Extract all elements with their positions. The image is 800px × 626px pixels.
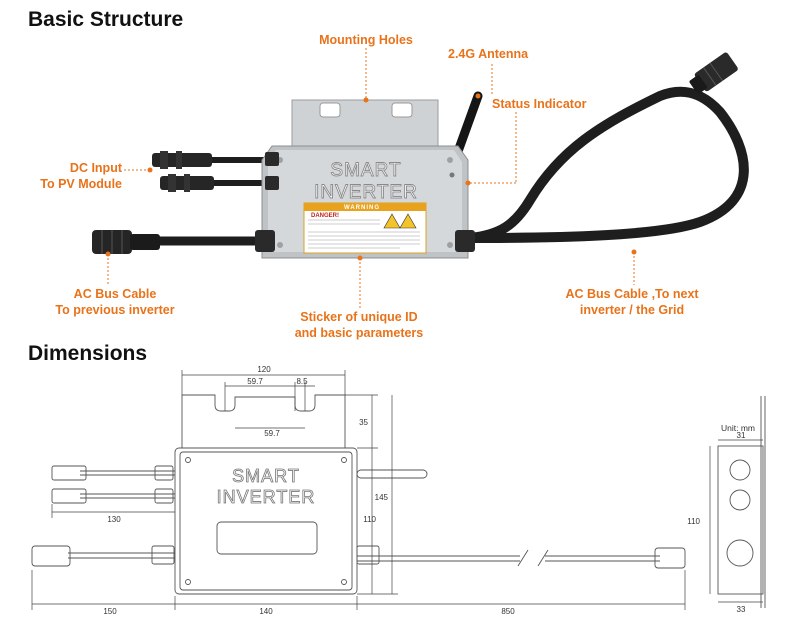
dimension-drawing bbox=[31, 394, 766, 608]
callout-sticker: Sticker of unique ID and basic parameter… bbox=[284, 309, 434, 341]
unit-label: Unit: mm bbox=[721, 423, 755, 433]
callout-mounting-holes: Mounting Holes bbox=[319, 33, 413, 47]
ac-connector-next bbox=[689, 52, 738, 94]
callout-ac-next-line2: inverter / the Grid bbox=[579, 303, 685, 317]
basic-structure-heading: Basic Structure bbox=[28, 8, 184, 31]
callout-ac-next: AC Bus Cable ,To next inverter / the Gri… bbox=[552, 286, 712, 318]
dim-33: 33 bbox=[737, 605, 746, 614]
dim-150: 150 bbox=[103, 607, 117, 616]
callout-dc-input-line2: To PV Module bbox=[40, 177, 122, 191]
dim-35: 35 bbox=[359, 418, 368, 427]
callout-antenna: 2.4G Antenna bbox=[448, 47, 529, 61]
dim-850: 850 bbox=[501, 607, 515, 616]
callout-dots bbox=[105, 93, 637, 261]
inverter-bracket bbox=[291, 99, 439, 151]
dim-130: 130 bbox=[107, 515, 121, 524]
dim-59-7-top: 59.7 bbox=[247, 377, 263, 386]
callout-dc-input: DC Input To PV Module bbox=[14, 160, 122, 192]
callout-sticker-line2: and basic parameters bbox=[294, 326, 424, 340]
warning-sticker bbox=[303, 202, 427, 254]
dim-110-side: 110 bbox=[687, 517, 700, 526]
callout-ac-prev: AC Bus Cable To previous inverter bbox=[40, 286, 190, 318]
dimension-lines bbox=[31, 370, 763, 610]
ac-cable-next bbox=[465, 86, 749, 243]
dim-59-7-bottom: 59.7 bbox=[264, 429, 280, 438]
dim-145: 145 bbox=[375, 493, 389, 502]
brand-smart: SMART bbox=[330, 160, 401, 181]
warning-title: DANGER! bbox=[311, 213, 339, 219]
callout-dc-input-line1: DC Input bbox=[69, 161, 122, 175]
dim-110-front: 110 bbox=[363, 515, 376, 524]
dc-connector-2 bbox=[160, 174, 214, 192]
drawing-brand-inverter: INVERTER bbox=[217, 487, 316, 507]
callout-leaders bbox=[107, 48, 635, 308]
brand-inverter: INVERTER bbox=[314, 182, 418, 203]
dimensions-heading: Dimensions bbox=[28, 342, 148, 365]
callout-status-indicator: Status Indicator bbox=[492, 97, 587, 111]
dim-8-5: 8.5 bbox=[296, 377, 308, 386]
dim-31: 31 bbox=[737, 431, 746, 440]
dc-connector-1 bbox=[152, 151, 212, 169]
callout-ac-next-line1: AC Bus Cable ,To next bbox=[565, 287, 699, 301]
dim-120: 120 bbox=[257, 365, 271, 374]
drawing-brand-smart: SMART bbox=[232, 466, 300, 486]
callout-ac-prev-line2: To previous inverter bbox=[55, 303, 175, 317]
dim-140: 140 bbox=[259, 607, 273, 616]
callout-sticker-line1: Sticker of unique ID bbox=[300, 310, 418, 324]
callout-ac-prev-line1: AC Bus Cable bbox=[73, 287, 157, 301]
warning-banner: WARNING bbox=[344, 205, 380, 211]
ac-connector-prev bbox=[92, 230, 160, 254]
